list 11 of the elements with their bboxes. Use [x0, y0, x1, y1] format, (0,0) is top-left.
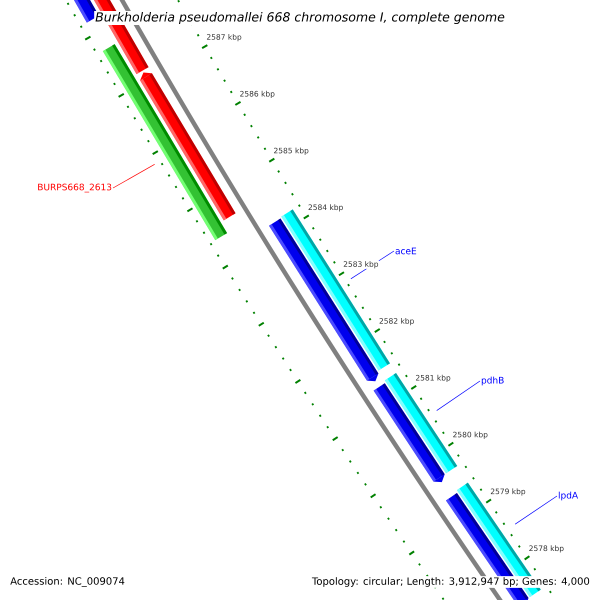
gene-label: pdhB: [482, 376, 504, 386]
gene-label: BURPS668_2613: [38, 184, 112, 192]
accession-text: Accession: NC_009074: [9, 576, 126, 588]
gene-bar: [140, 72, 236, 220]
leader-line: [514, 496, 558, 525]
leader-line: [436, 380, 480, 411]
gene-label: aceE: [396, 248, 416, 254]
gene-label: lpdA: [558, 492, 578, 500]
leader-line: [112, 164, 155, 188]
title: Burkholderia pseudomallei 668 chromosome I, complete genome: [94, 10, 506, 26]
genome-info-text: Topology: circular; Length: 3,912,947 bp; Genes: 4,000: [310, 576, 591, 588]
